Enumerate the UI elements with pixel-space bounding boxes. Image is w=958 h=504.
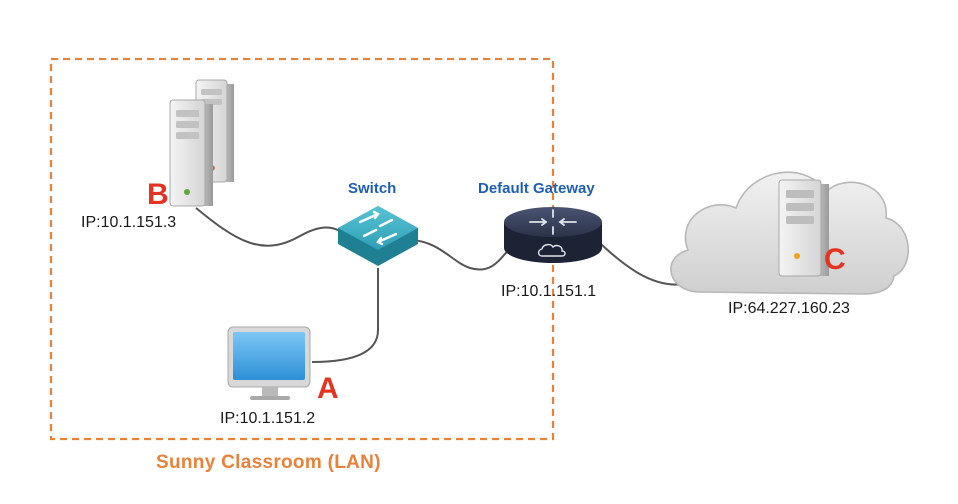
server-c-ip: IP:64.227.160.23	[728, 300, 850, 317]
cloud-server-icon	[778, 179, 829, 277]
lan-title: Sunny Classroom (LAN)	[156, 452, 381, 473]
lan-boundary	[49, 57, 555, 441]
server-c-letter: C	[824, 243, 846, 276]
gateway-title: Default Gateway	[478, 180, 595, 197]
cable-server-b-switch	[195, 207, 343, 247]
cable-switch-gateway	[411, 239, 511, 271]
switch-icon	[338, 206, 418, 266]
server-stack-icon	[169, 79, 234, 207]
cable-switch-computer-a	[311, 268, 379, 363]
computer-a-letter: A	[317, 372, 339, 405]
server-b-letter: B	[147, 178, 169, 211]
monitor-icon	[227, 326, 311, 400]
computer-a-ip: IP:10.1.151.2	[220, 410, 316, 427]
gateway-ip: IP:10.1.151.1	[501, 283, 597, 300]
switch-title: Switch	[348, 180, 397, 197]
server-b-ip: IP:10.1.151.3	[81, 214, 177, 231]
router-icon	[504, 207, 602, 263]
